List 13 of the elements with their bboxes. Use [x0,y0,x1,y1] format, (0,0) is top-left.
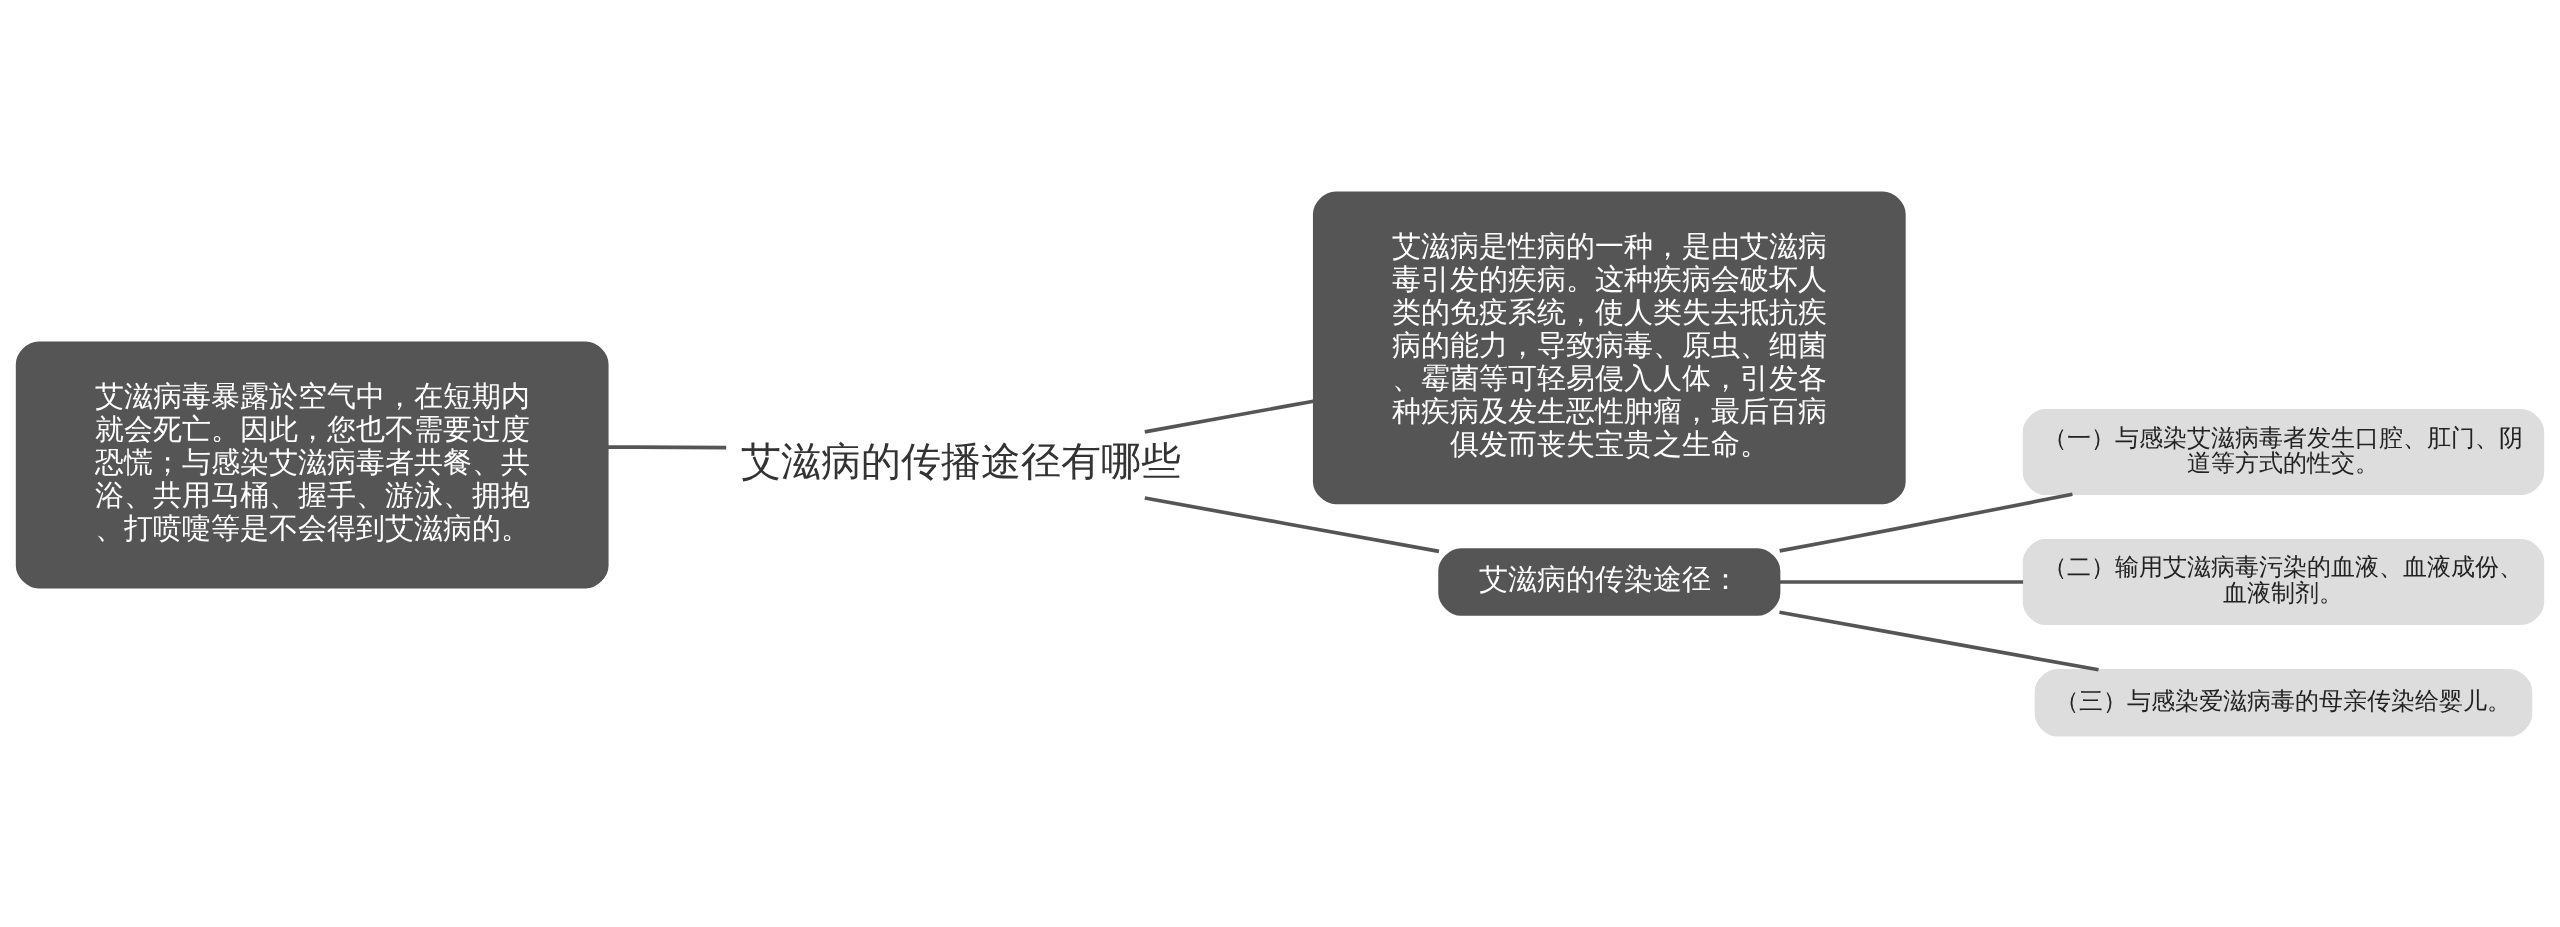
connector [1779,491,2073,553]
node-text: 艾滋病的传播途径有哪些 [740,437,1181,484]
node-box: （三）与感染爱滋病毒的母亲传染给婴儿。 [2034,668,2533,737]
node-box: 艾滋病的传染途径： [1438,547,1781,616]
connector [1779,579,2024,584]
node-box: 艾滋病是性病的一种，是由艾滋病毒引发的疾病。这种疾病会破坏人类的免疫系统，使人类失去抵抗疾病的能力，导致病毒、原虫、细菌、霉菌等可轻易侵入人体，引发各种疾病及发生恶性肿瘤，最后百病俱发而丧失宝贵之生命。 [1312,190,1906,504]
node-box: （二）输用艾滋病毒污染的血液、血液成份、血液制剂。 [2022,538,2545,625]
node-box: （一）与感染艾滋病毒者发生口腔、肛门、阴道等方式的性交。 [2022,408,2545,495]
connector [607,444,727,450]
connector [1779,610,2099,672]
node-box: 艾滋病毒暴露於空气中，在短期内就会死亡。因此，您也不需要过度恐慌；与感染艾滋病毒者共餐、共浴、共用马桶、握手、游泳、拥抱、打喷嚏等是不会得到艾滋病的。 [15,340,609,588]
connector [1144,495,1440,553]
connector [1144,398,1314,434]
